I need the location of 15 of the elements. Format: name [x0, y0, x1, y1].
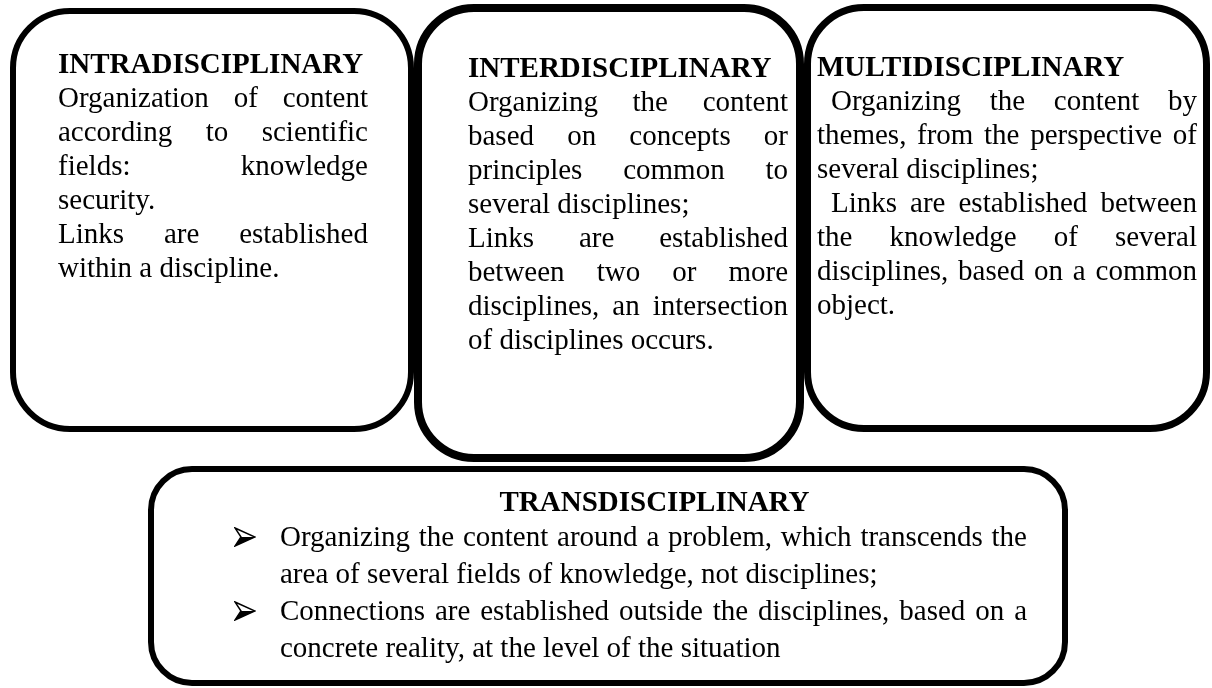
box-heading: INTERDISCIPLINARY: [468, 50, 773, 84]
body-text: Links are established within a discipline.: [58, 216, 368, 284]
box-heading: INTRADISCIPLINARY: [58, 46, 365, 80]
box-heading: TRANSDISCIPLINARY: [498, 484, 811, 518]
box-heading: MULTIDISCIPLINARY: [817, 49, 1126, 83]
body-text: Organizing the content by themes, from the perspective of several disciplines;: [817, 83, 1197, 185]
body-text: Organization of content according to scientific fields: knowledge security.: [58, 80, 368, 216]
rounded-box: [148, 466, 1068, 686]
bullet-text: Connections are established outside the disciplines, based on a concrete reality, at the level of the situation: [280, 593, 1027, 665]
body-text: Links are established between two or more disciplines, an intersection of disciplines occurs.: [468, 220, 788, 356]
rounded-box: [10, 8, 414, 432]
body-text: Organizing the content based on concepts or principles common to several disciplines;: [468, 84, 788, 220]
body-text: Links are established between the knowledge of several disciplines, based on a common object.: [817, 185, 1197, 321]
rounded-box: [804, 4, 1210, 432]
bullet-text: Organizing the content around a problem, which transcends the area of several fields of knowledge, not disciplines;: [280, 519, 1027, 591]
